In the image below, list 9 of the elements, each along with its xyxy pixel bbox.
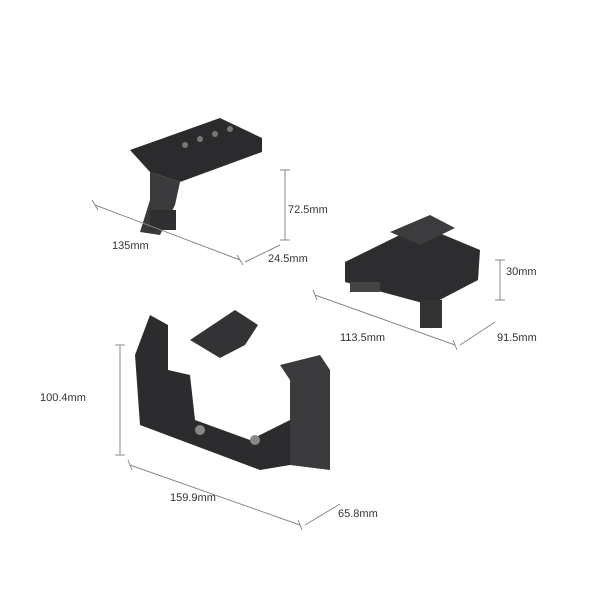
dimension-label: 159.9mm	[170, 492, 216, 504]
dimension-label: 135mm	[112, 240, 149, 252]
dimension-label: 91.5mm	[497, 332, 537, 344]
dimension-label: 113.5mm	[340, 332, 386, 344]
dimension-label: 65.8mm	[338, 508, 378, 520]
dimension-label: 30mm	[506, 266, 537, 278]
dimension-label: 24.5mm	[268, 253, 308, 265]
dimension-label: 72.5mm	[288, 204, 328, 216]
dimension-label: 100.4mm	[40, 392, 86, 404]
